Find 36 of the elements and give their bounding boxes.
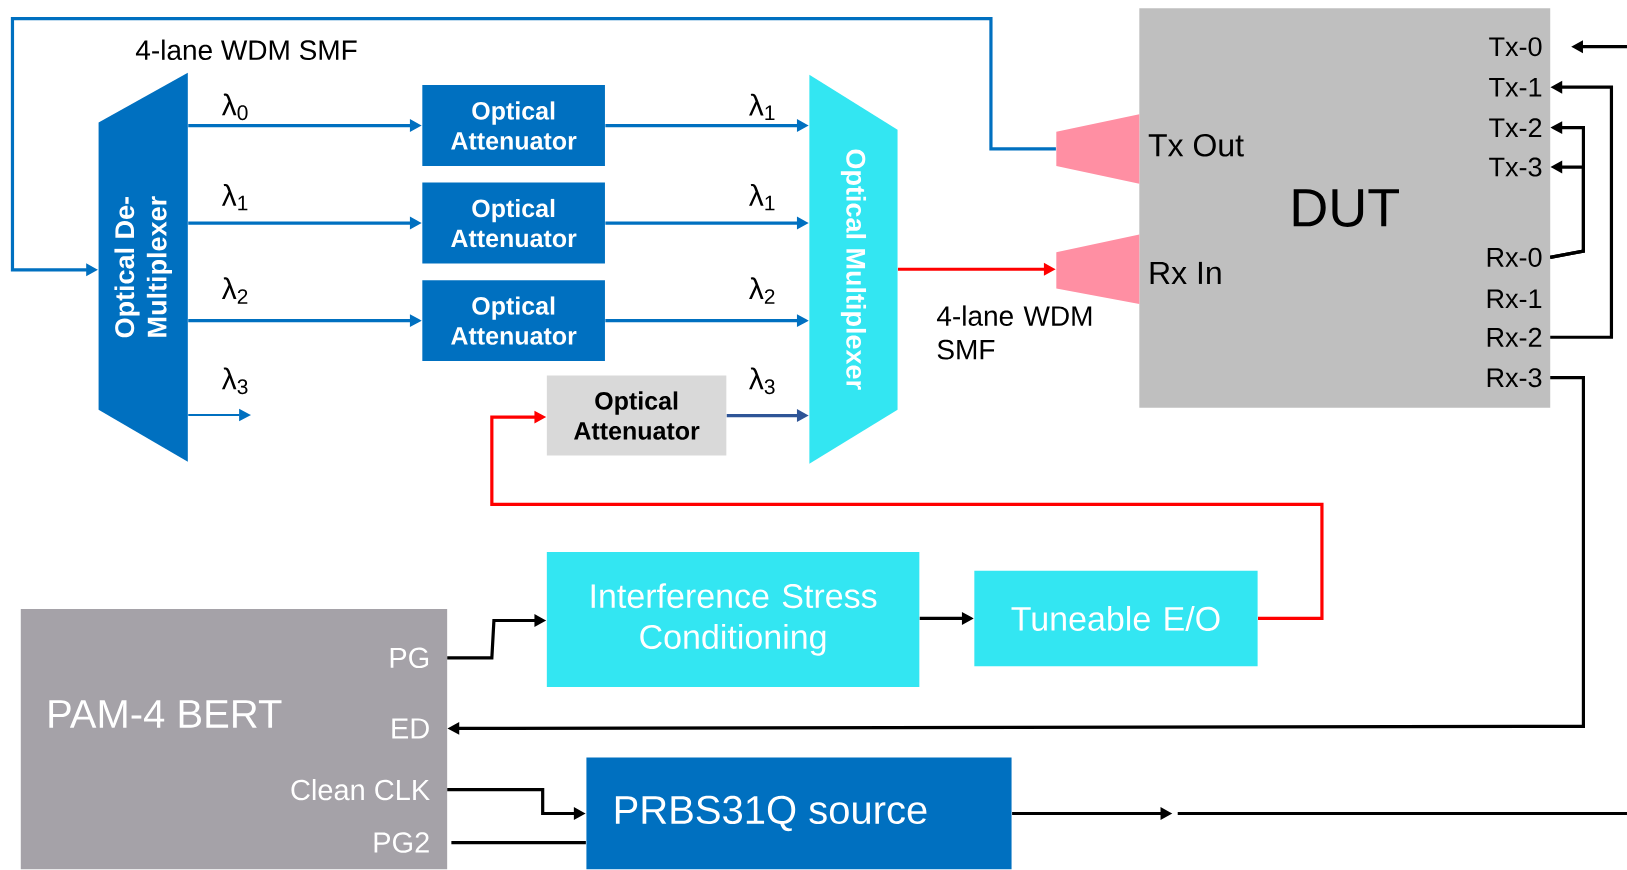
demultiplexer-trapezoid: Optical De- Multiplexer [98, 72, 188, 462]
port-label: Tx-2 [1489, 118, 1542, 138]
port-label: Tx-1 [1489, 78, 1542, 97]
process-box: Interference Stress Conditioning [546, 552, 920, 688]
edge-label: λ$_{3}$ [219, 365, 252, 397]
attenuator-box: Optical Attenuator [422, 280, 605, 362]
edge-label: λ$_{1}$ [746, 92, 779, 123]
port-label: Rx-0 [1487, 248, 1542, 268]
port-label: Rx-3 [1487, 368, 1542, 388]
edge-label: λ$_{2}$ [219, 275, 252, 306]
attenuator-box: Optical Attenuator [422, 85, 605, 167]
cable-label: 4-lane WDM SMF [135, 39, 357, 61]
edge-label: λ$_{2}$ [746, 275, 779, 306]
attenuator-box: Optical Attenuator [422, 182, 605, 264]
cable-label: 4-lane WDM SMF [937, 305, 1092, 360]
multiplexer-trapezoid: Optical Multiplexer [809, 74, 898, 465]
port-label: ED [392, 718, 429, 739]
port-label: PG2 [374, 832, 429, 854]
port-label: Tx Out [1148, 134, 1244, 157]
port-label: Clean CLK [291, 779, 430, 801]
connector-funnel [1056, 114, 1140, 184]
port-label: Rx-1 [1487, 289, 1542, 309]
arrow [490, 410, 1324, 621]
edge-label: λ$_{1}$ [219, 182, 252, 213]
edge-label: λ$_{3}$ [746, 365, 779, 397]
port-label: Tx-3 [1489, 157, 1542, 177]
port-label: PG [390, 647, 429, 669]
port-label: Tx-0 [1489, 37, 1542, 57]
port-label: Rx-2 [1487, 328, 1542, 347]
edge-label: λ$_{0}$ [219, 91, 252, 123]
edge-label: λ$_{1}$ [746, 182, 779, 213]
connector-funnel [1056, 234, 1140, 305]
port-label: Rx In [1150, 262, 1221, 285]
source-box: PRBS31Q source [586, 757, 1012, 870]
process-box: Tuneable E/O [974, 570, 1258, 667]
attenuator-box: Optical Attenuator [546, 375, 727, 456]
